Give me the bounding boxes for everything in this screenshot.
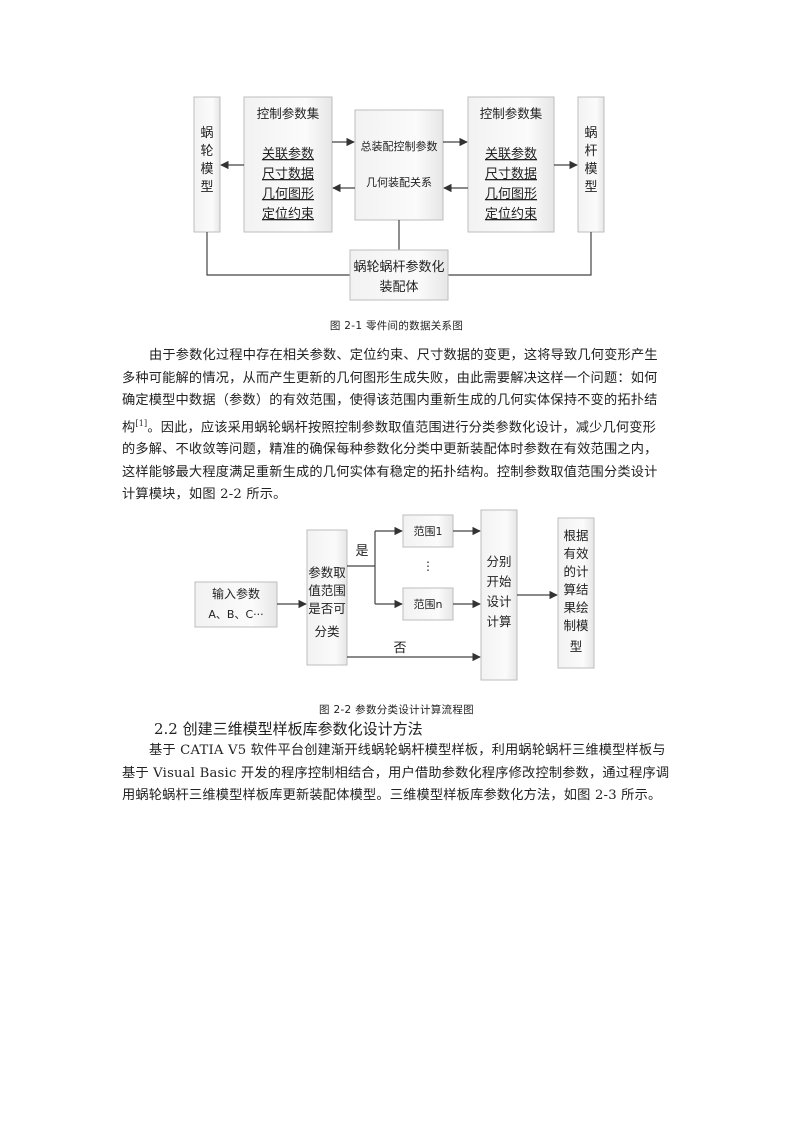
result-line-2: 有效 bbox=[563, 546, 589, 561]
figure-2-2-caption: 图 2-2 参数分类设计计算流程图 bbox=[319, 704, 474, 716]
result-line-6: 制模 bbox=[563, 618, 589, 633]
worm-wheel-model-box bbox=[193, 96, 221, 233]
range-1-box bbox=[402, 514, 454, 548]
para2-line-3: 用蜗轮蜗杆三维模型样板库更新装配体模型。三维模型样板库参数化方法，如图 2-3 … bbox=[122, 788, 662, 803]
separate-line-2: 开始 bbox=[486, 574, 512, 589]
right-param-item-1: 关联参数 bbox=[485, 146, 537, 162]
decision-line-2: 值范围 bbox=[308, 583, 346, 598]
input-params-values: A、B、C··· bbox=[208, 608, 263, 621]
right-param-item-2: 尺寸数据 bbox=[485, 167, 537, 182]
input-params-label: 输入参数 bbox=[212, 586, 260, 601]
para1-line-3: 确定模型中数据（参数）的有效范围，使得该范围内重新生成的几何实体保持不变的拓扑结 bbox=[122, 393, 658, 408]
worm-char-2: 杆 bbox=[584, 144, 597, 159]
para1-line-2: 多种可能解的情况，从而产生更新的几何图形生成失败，由此需要解决这样一个问题：如何 bbox=[122, 370, 658, 386]
left-param-item-4: 定位约束 bbox=[262, 207, 314, 222]
para1-line-4-start: 构 bbox=[122, 419, 136, 435]
range-n-box bbox=[402, 587, 454, 621]
right-param-title: 控制参数集 bbox=[480, 106, 543, 121]
citation-ref: [1] bbox=[135, 418, 148, 428]
para1-line-6: 这样能够最大程度满足重新生成的几何实体有稳定的拓扑结构。控制参数取值范围分类设计 bbox=[122, 464, 658, 480]
result-line-4: 算结 bbox=[563, 582, 588, 597]
center-control-box bbox=[354, 109, 444, 221]
worm-wheel-char-2: 轮 bbox=[200, 144, 213, 159]
left-param-item-2: 尺寸数据 bbox=[262, 167, 314, 182]
result-line-7: 型 bbox=[570, 639, 583, 654]
figure-2-1-caption: 图 2-1 零件间的数据关系图 bbox=[329, 320, 464, 332]
left-param-item-1: 关联参数 bbox=[262, 146, 314, 162]
range-1-label: 范围1 bbox=[414, 524, 443, 538]
separate-line-1: 分别 bbox=[486, 554, 511, 569]
separate-design-box bbox=[480, 509, 518, 681]
assembly-label-2: 装配体 bbox=[379, 280, 418, 295]
right-param-item-4: 定位约束 bbox=[485, 207, 537, 222]
result-line-3: 的计 bbox=[563, 564, 588, 579]
range-ellipsis: ⋮ bbox=[422, 559, 434, 573]
assembly-box bbox=[349, 249, 449, 301]
worm-wheel-char-3: 模 bbox=[200, 162, 213, 177]
worm-wheel-char-1: 蜗 bbox=[200, 125, 213, 141]
range-n-label: 范围n bbox=[414, 597, 443, 611]
paragraph-2: 基于 CATIA V5 软件平台创建渐开线蜗轮蜗杆模型样板，利用蜗轮蜗杆三维模型… bbox=[122, 740, 672, 808]
result-box bbox=[557, 517, 595, 669]
no-label: 否 bbox=[393, 641, 406, 656]
result-line-1: 根据 bbox=[563, 528, 588, 543]
center-bottom-label: 几何装配关系 bbox=[366, 175, 432, 189]
separate-line-3: 设计 bbox=[486, 594, 511, 609]
figure-2-2: 输入参数 A、B、C··· 参数取 值范围 是否可 分类 范围1 ⋮ 范围n 分… bbox=[194, 509, 595, 681]
para2-line-1: 基于 CATIA V5 软件平台创建渐开线蜗轮蜗杆模型样板，利用蜗轮蜗杆三维模型… bbox=[149, 743, 666, 758]
left-param-set-box bbox=[243, 96, 333, 233]
separate-line-4: 计算 bbox=[486, 614, 511, 629]
left-param-item-3: 几何图形 bbox=[262, 186, 314, 202]
section-heading: 2.2 创建三维模型样板库参数化设计方法 bbox=[154, 720, 423, 738]
worm-char-4: 型 bbox=[584, 180, 597, 195]
result-line-5: 果绘 bbox=[563, 600, 588, 615]
worm-char-1: 蜗 bbox=[584, 125, 597, 141]
worm-model-box bbox=[577, 96, 605, 233]
decision-line-3: 是否可 bbox=[308, 601, 346, 616]
worm-wheel-char-4: 型 bbox=[200, 180, 213, 195]
para1-line-4: 构[1]。因此，应该采用蜗轮蜗杆按照控制参数取值范围进行分类参数化设计，减少几何… bbox=[122, 413, 672, 440]
assembly-label-1: 蜗轮蜗杆参数化 bbox=[353, 259, 444, 275]
decision-box bbox=[306, 529, 348, 666]
right-param-item-3: 几何图形 bbox=[485, 186, 537, 202]
center-top-label: 总装配控制参数 bbox=[361, 139, 438, 153]
para2-line-2: 基于 Visual Basic 开发的程序控制相结合，用户借助参数化程序修改控制… bbox=[122, 765, 670, 781]
decision-line-1: 参数取 bbox=[308, 565, 346, 580]
decision-line-4: 分类 bbox=[314, 624, 340, 639]
para1-line-1: 由于参数化过程中存在相关参数、定位约束、尺寸数据的变更，这将导致几何变形产生 bbox=[149, 348, 658, 363]
paragraph-1: 由于参数化过程中存在相关参数、定位约束、尺寸数据的变更，这将导致几何变形产生 多… bbox=[122, 345, 672, 507]
para1-line-5: 的多解、不收敛等问题，精准的确保每种参数化分类中更新装配体时参数在有效范围之内， bbox=[122, 442, 658, 458]
yes-label: 是 bbox=[355, 544, 368, 559]
worm-char-3: 模 bbox=[584, 162, 597, 177]
para1-line-7: 计算模块，如图 2-2 所示。 bbox=[122, 487, 287, 503]
left-param-title: 控制参数集 bbox=[257, 106, 320, 121]
figure-2-1: 蜗 轮 模 型 控制参数集 关联参数 尺寸数据 几何图形 定位约束 总装配控制参… bbox=[193, 96, 605, 301]
right-param-set-box bbox=[467, 96, 555, 233]
para1-line-4-end: 。因此，应该采用蜗轮蜗杆按照控制参数取值范围进行分类参数化设计，减少几何变形 bbox=[147, 419, 657, 435]
